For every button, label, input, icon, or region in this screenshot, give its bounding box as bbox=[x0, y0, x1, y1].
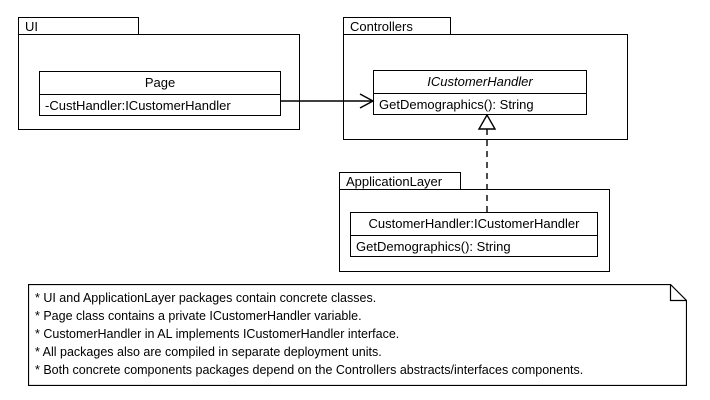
note-line-1: * UI and ApplicationLayer packages conta… bbox=[35, 291, 377, 305]
class-customerhandler-operation: GetDemographics(): String bbox=[356, 239, 511, 254]
hollow-triangle-arrowhead-icon bbox=[477, 113, 497, 130]
package-applicationlayer-tab[interactable]: ApplicationLayer bbox=[339, 172, 461, 190]
note-text: * UI and ApplicationLayer packages conta… bbox=[35, 289, 583, 379]
class-customerhandler[interactable]: CustomerHandler:ICustomerHandler GetDemo… bbox=[350, 212, 598, 257]
note-line-4: * All packages also are compiled in sepa… bbox=[35, 345, 382, 359]
open-arrowhead-icon bbox=[359, 93, 375, 109]
class-page-name: Page bbox=[40, 72, 280, 95]
note-line-5: * Both concrete components packages depe… bbox=[35, 363, 584, 377]
diagram-note[interactable]: * UI and ApplicationLayer packages conta… bbox=[28, 284, 687, 386]
class-icustomerhandler[interactable]: ICustomerHandler GetDemographics(): Stri… bbox=[373, 70, 587, 115]
class-icustomerhandler-name: ICustomerHandler bbox=[374, 71, 586, 94]
class-icustomerhandler-operation: GetDemographics(): String bbox=[379, 97, 534, 112]
connector-customerhandler-realizes-icustomerhandler[interactable] bbox=[473, 113, 501, 215]
note-line-2: * Page class contains a private ICustome… bbox=[35, 309, 362, 323]
note-line-3: * CustomerHandler in AL implements ICust… bbox=[35, 327, 400, 341]
connector-page-to-icustomerhandler[interactable] bbox=[281, 91, 375, 113]
package-ui-tab[interactable]: UI bbox=[18, 17, 139, 35]
class-page-attribute: -CustHandler:ICustomerHandler bbox=[45, 98, 231, 113]
class-page[interactable]: Page -CustHandler:ICustomerHandler bbox=[39, 71, 281, 116]
package-controllers-tab[interactable]: Controllers bbox=[343, 17, 451, 35]
note-folded-corner-icon bbox=[669, 284, 687, 302]
class-customerhandler-name: CustomerHandler:ICustomerHandler bbox=[351, 213, 597, 236]
